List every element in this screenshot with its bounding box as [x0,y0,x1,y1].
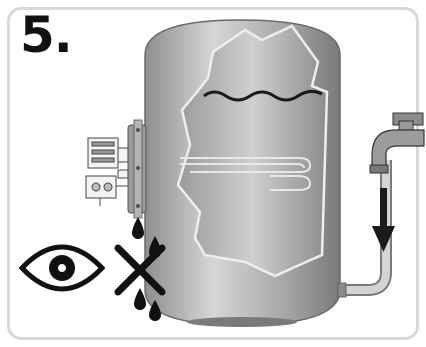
faucet-icon [370,113,424,173]
drain-pipe [338,160,386,290]
eye-icon [22,247,102,289]
thermostat-icon [86,138,128,206]
heater-flange [128,120,146,218]
